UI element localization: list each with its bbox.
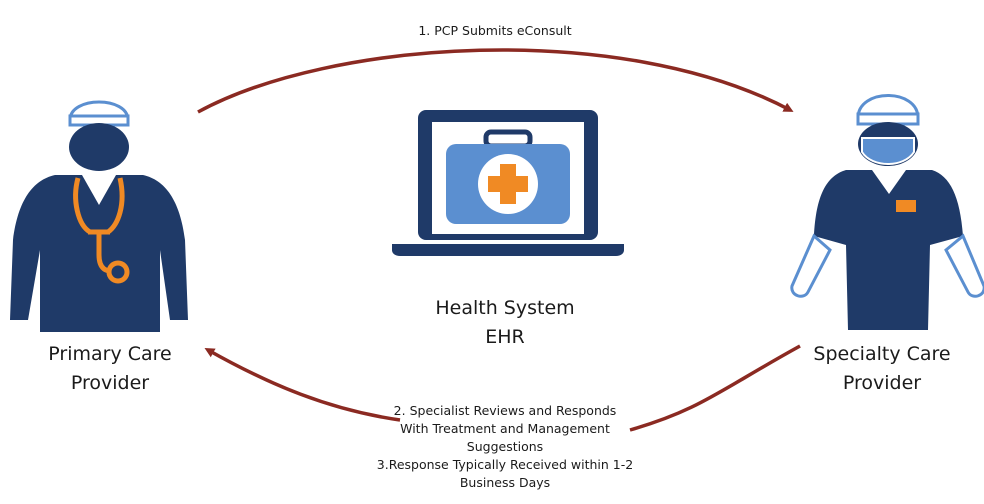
step-2-line-1: 2. Specialist Reviews and Responds	[393, 403, 617, 418]
step-1-label: 1. PCP Submits eConsult	[380, 22, 610, 40]
primary-provider-label: Primary Care Provider	[20, 340, 200, 398]
center-label: Health System EHR	[390, 294, 620, 352]
specialty-provider-line-2: Provider	[842, 372, 922, 394]
step-2-3-label: 2. Specialist Reviews and Responds With …	[360, 402, 650, 492]
step-3-line-1: 3.Response Typically Received within 1-2	[376, 457, 634, 472]
step-3-line-2: Business Days	[459, 475, 551, 490]
primary-provider-line-2: Provider	[70, 372, 150, 394]
doctor-with-stethoscope-icon	[10, 100, 188, 332]
specialty-provider-label: Specialty Care Provider	[792, 340, 972, 398]
step-2-line-3: Suggestions	[466, 439, 544, 454]
response-arrow	[208, 346, 801, 432]
surgeon-with-mask-icon	[790, 94, 984, 330]
submit-arrow	[197, 48, 794, 114]
center-label-line-1: Health System	[435, 297, 575, 319]
center-label-line-2: EHR	[485, 326, 525, 348]
specialty-provider-line-1: Specialty Care	[813, 343, 951, 365]
step-2-line-2: With Treatment and Management	[400, 421, 610, 436]
medical-kit-on-laptop-icon	[392, 110, 624, 256]
primary-provider-line-1: Primary Care	[48, 343, 172, 365]
